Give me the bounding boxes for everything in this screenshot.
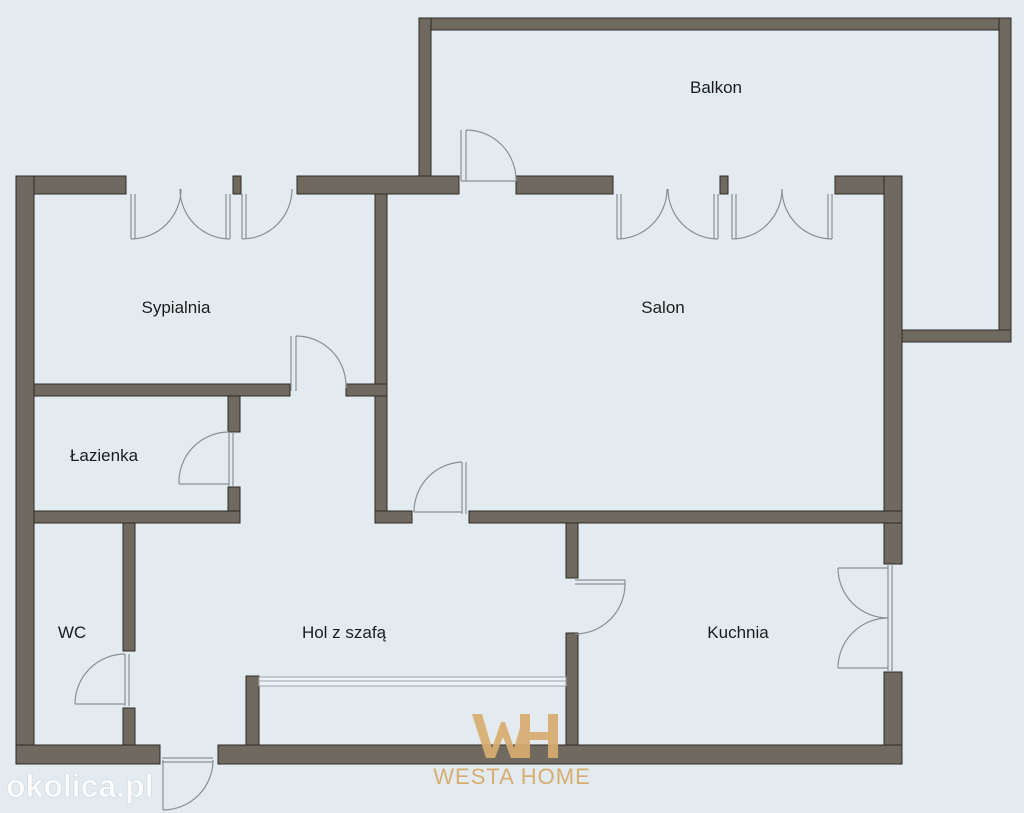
wall — [296, 175, 460, 195]
wardrobe-sliding-door — [258, 676, 567, 687]
room-label-wc: WC — [58, 623, 86, 642]
wall — [418, 17, 1012, 31]
wall — [889, 329, 1012, 343]
wall — [33, 510, 241, 524]
bedroom-balcony-door — [130, 188, 293, 240]
wall — [374, 383, 388, 524]
balcony-door — [460, 129, 517, 182]
wall — [468, 510, 903, 524]
wall — [418, 17, 432, 195]
wall — [33, 383, 291, 397]
bedroom-door — [290, 335, 347, 391]
doors — [74, 129, 893, 811]
wall — [245, 675, 260, 746]
watermark-okolica: okolica.pl — [6, 768, 154, 804]
salon-door — [413, 461, 467, 514]
wall — [227, 395, 241, 433]
room-label-salon: Salon — [641, 298, 684, 317]
wall — [122, 707, 136, 746]
wall — [15, 744, 161, 765]
bathroom-door — [178, 431, 234, 486]
wall — [719, 175, 729, 195]
room-label-sypialnia: Sypialnia — [142, 298, 212, 317]
room-label-lazienka: Łazienka — [70, 446, 139, 465]
kitchen-door — [574, 579, 626, 635]
room-label-balkon: Balkon — [690, 78, 742, 97]
wall — [122, 522, 136, 652]
wc-door — [74, 653, 130, 706]
wall — [565, 632, 579, 746]
brand-name: WESTA HOME — [433, 764, 591, 789]
wall — [515, 175, 614, 195]
wall — [565, 522, 579, 579]
westa-home-logo: WESTA HOME — [433, 714, 591, 789]
room-label-hol: Hol z szafą — [302, 623, 387, 642]
room-label-kuchnia: Kuchnia — [707, 623, 769, 642]
wall — [374, 510, 413, 524]
salon-balcony-doors — [616, 188, 833, 240]
wh-monogram-icon — [472, 714, 558, 758]
wall — [345, 383, 388, 397]
wall — [217, 744, 903, 765]
entrance-door — [162, 757, 214, 811]
wall — [374, 193, 388, 385]
wall — [998, 17, 1012, 343]
walls — [15, 17, 1012, 765]
wall — [232, 175, 242, 195]
wall — [15, 175, 35, 765]
wall — [883, 175, 903, 565]
kitchen-window-doors — [837, 564, 893, 672]
